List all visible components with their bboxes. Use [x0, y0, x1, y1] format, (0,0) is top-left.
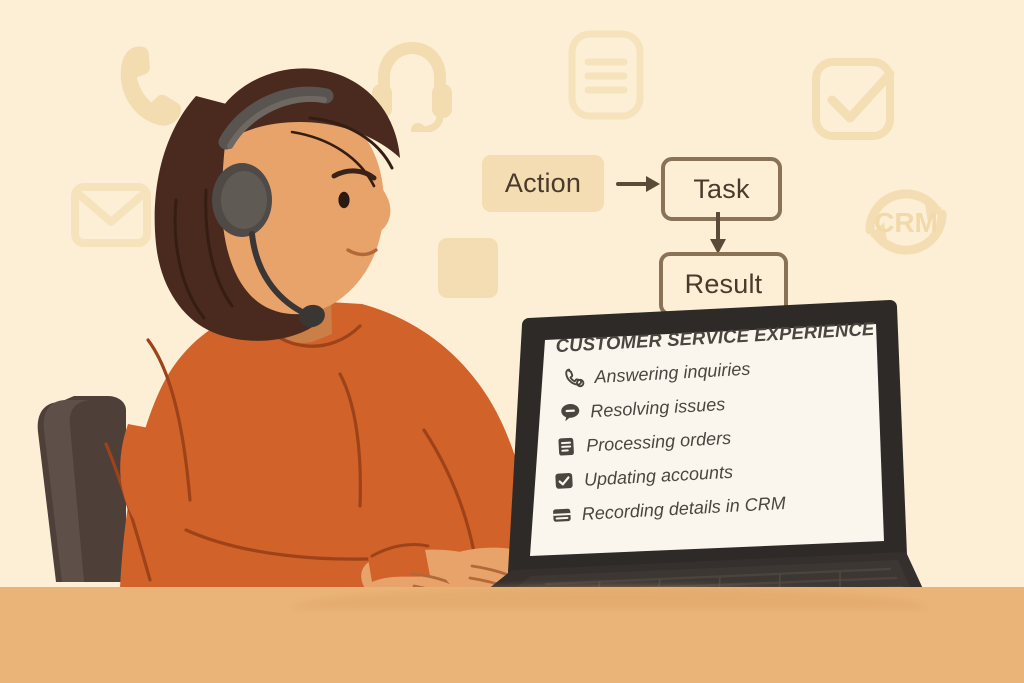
- flow-arrow-down-icon: [704, 211, 732, 261]
- headset-icon: [366, 36, 458, 132]
- flow-action-label: Action: [504, 168, 582, 198]
- list-item: Updating accounts: [546, 446, 897, 499]
- document-icon: [553, 433, 580, 460]
- flow-action-box[interactable]: Action: [482, 155, 604, 212]
- crm-sync-icon: CRM: [850, 168, 962, 276]
- document-lines-icon: [566, 28, 646, 122]
- list-item-label: Updating accounts: [583, 461, 734, 490]
- list-item-label: Answering inquiries: [593, 358, 751, 387]
- list-item-label: Processing orders: [585, 427, 732, 456]
- laptop-shadow: [290, 587, 930, 609]
- speech-bubble-icon: [557, 399, 584, 426]
- phone-handset-icon: [108, 42, 194, 132]
- office-chair: [22, 386, 142, 601]
- envelope-icon: [70, 182, 152, 248]
- list-item-label: Recording details in CRM: [581, 492, 787, 524]
- crm-icon-label: CRM: [874, 207, 938, 238]
- flow-result-label: Result: [684, 268, 763, 299]
- phone-icon: [561, 364, 588, 391]
- list-item: Processing orders: [544, 412, 895, 465]
- list-item: Resolving issues: [542, 378, 893, 431]
- flow-task-label: Task: [693, 173, 750, 204]
- laptop-screen-content: CUSTOMER SERVICE EXPERIENCE Answering in…: [539, 314, 901, 559]
- screen-task-list: Answering inquiries Resolving issues: [541, 344, 900, 533]
- list-item: Recording details in CRM: [548, 480, 899, 533]
- checkbox-check-icon: [808, 52, 904, 148]
- rounded-square-icon: [437, 237, 499, 299]
- list-item: Answering inquiries: [541, 344, 892, 397]
- list-item-label: Resolving issues: [589, 393, 726, 421]
- card-icon: [548, 501, 575, 528]
- flow-arrow-right-icon: [616, 170, 664, 203]
- checkbox-icon: [550, 467, 577, 494]
- flow-task-box[interactable]: Task: [661, 157, 782, 221]
